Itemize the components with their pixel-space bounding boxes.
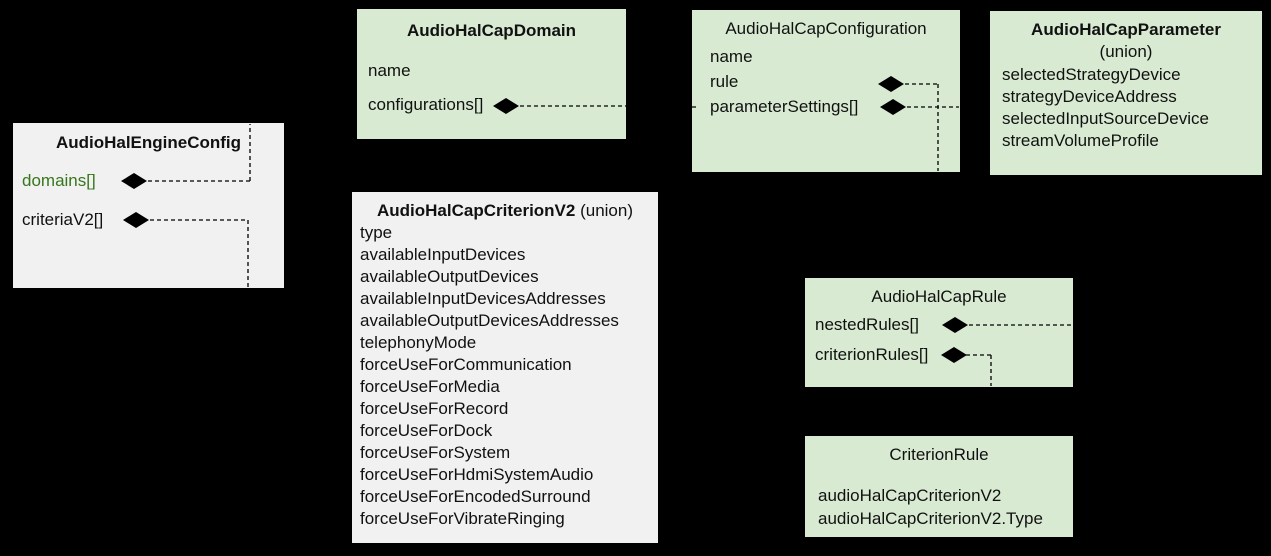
field-label: streamVolumeProfile (1002, 131, 1159, 150)
class-title: CriterionRule (889, 445, 989, 464)
field-label: name (368, 61, 411, 80)
field-label: rule (710, 72, 739, 91)
field-label: audioHalCapCriterionV2.Type (818, 509, 1043, 528)
field-label: availableOutputDevices (360, 267, 539, 286)
field-label: criterionRules[] (815, 345, 929, 364)
field-label: forceUseForEncodedSurround (360, 487, 591, 506)
field-label: forceUseForHdmiSystemAudio (360, 465, 594, 484)
field-label: forceUseForRecord (360, 399, 509, 418)
class-box-audiohalcaprule: AudioHalCapRule nestedRules[] criterionRu… (805, 278, 1073, 387)
class-title: AudioHalCapRule (871, 287, 1007, 306)
class-title: AudioHalCapCriterionV2 (union) (377, 201, 633, 220)
class-box-audiohalcapcriterionv2: AudioHalCapCriterionV2 (union) type avail… (352, 192, 658, 543)
class-box-audiohalcapconfiguration: AudioHalCapConfiguration name rule paramet… (692, 10, 960, 172)
field-label: configurations[] (368, 95, 484, 114)
field-label: criteriaV2[] (22, 210, 104, 229)
field-list: type availableInputDevices availableOutput… (352, 222, 658, 530)
field-label: forceUseForSystem (360, 443, 511, 462)
field-list: name rule parameterSettings[] (692, 44, 960, 119)
class-subtitle-union: (union) (1099, 42, 1153, 61)
field-label: forceUseForCommunication (360, 355, 572, 374)
field-list: audioHalCapCriterionV2 audioHalCapCriteri… (805, 484, 1073, 530)
field-label: forceUseForMedia (360, 377, 500, 396)
field-label: strategyDeviceAddress (1002, 87, 1177, 106)
class-box-audiohalcapdomain: AudioHalCapDomain name configurations[] (357, 9, 626, 139)
field-label: selectedStrategyDevice (1002, 65, 1181, 84)
field-label: telephonyMode (360, 333, 477, 352)
class-box-audiohalcapparameter: AudioHalCapParameter (union) selectedStr… (990, 11, 1262, 175)
field-label: forceUseForVibrateRinging (360, 509, 565, 528)
field-list: nestedRules[] criterionRules[] (805, 310, 1073, 370)
field-label: forceUseForDock (360, 421, 493, 440)
field-label: type (360, 223, 393, 242)
class-title: AudioHalCapConfiguration (725, 19, 927, 38)
field-list: selectedStrategyDevice strategyDeviceAddr… (990, 64, 1262, 152)
class-subtitle-union: (union) (575, 201, 633, 220)
field-label: selectedInputSourceDevice (1002, 109, 1209, 128)
field-label: availableInputDevices (360, 245, 526, 264)
field-label: nestedRules[] (815, 315, 919, 334)
field-label: availableOutputDevicesAddresses (360, 311, 619, 330)
class-title: AudioHalEngineConfig (55, 133, 242, 152)
field-label: availableInputDevicesAddresses (360, 289, 606, 308)
field-label: domains[] (22, 171, 96, 190)
field-label: parameterSettings[] (710, 97, 859, 116)
field-list: name configurations[] (357, 54, 626, 122)
class-title: AudioHalCapParameter (1031, 20, 1221, 39)
field-label: audioHalCapCriterionV2 (818, 486, 1002, 505)
class-title: AudioHalCapDomain (406, 21, 577, 40)
class-box-audiohalengineconfig: AudioHalEngineConfig domains[] criteriaV2… (13, 123, 284, 288)
field-label: name (710, 47, 753, 66)
field-list: domains[] criteriaV2[] (13, 161, 284, 239)
